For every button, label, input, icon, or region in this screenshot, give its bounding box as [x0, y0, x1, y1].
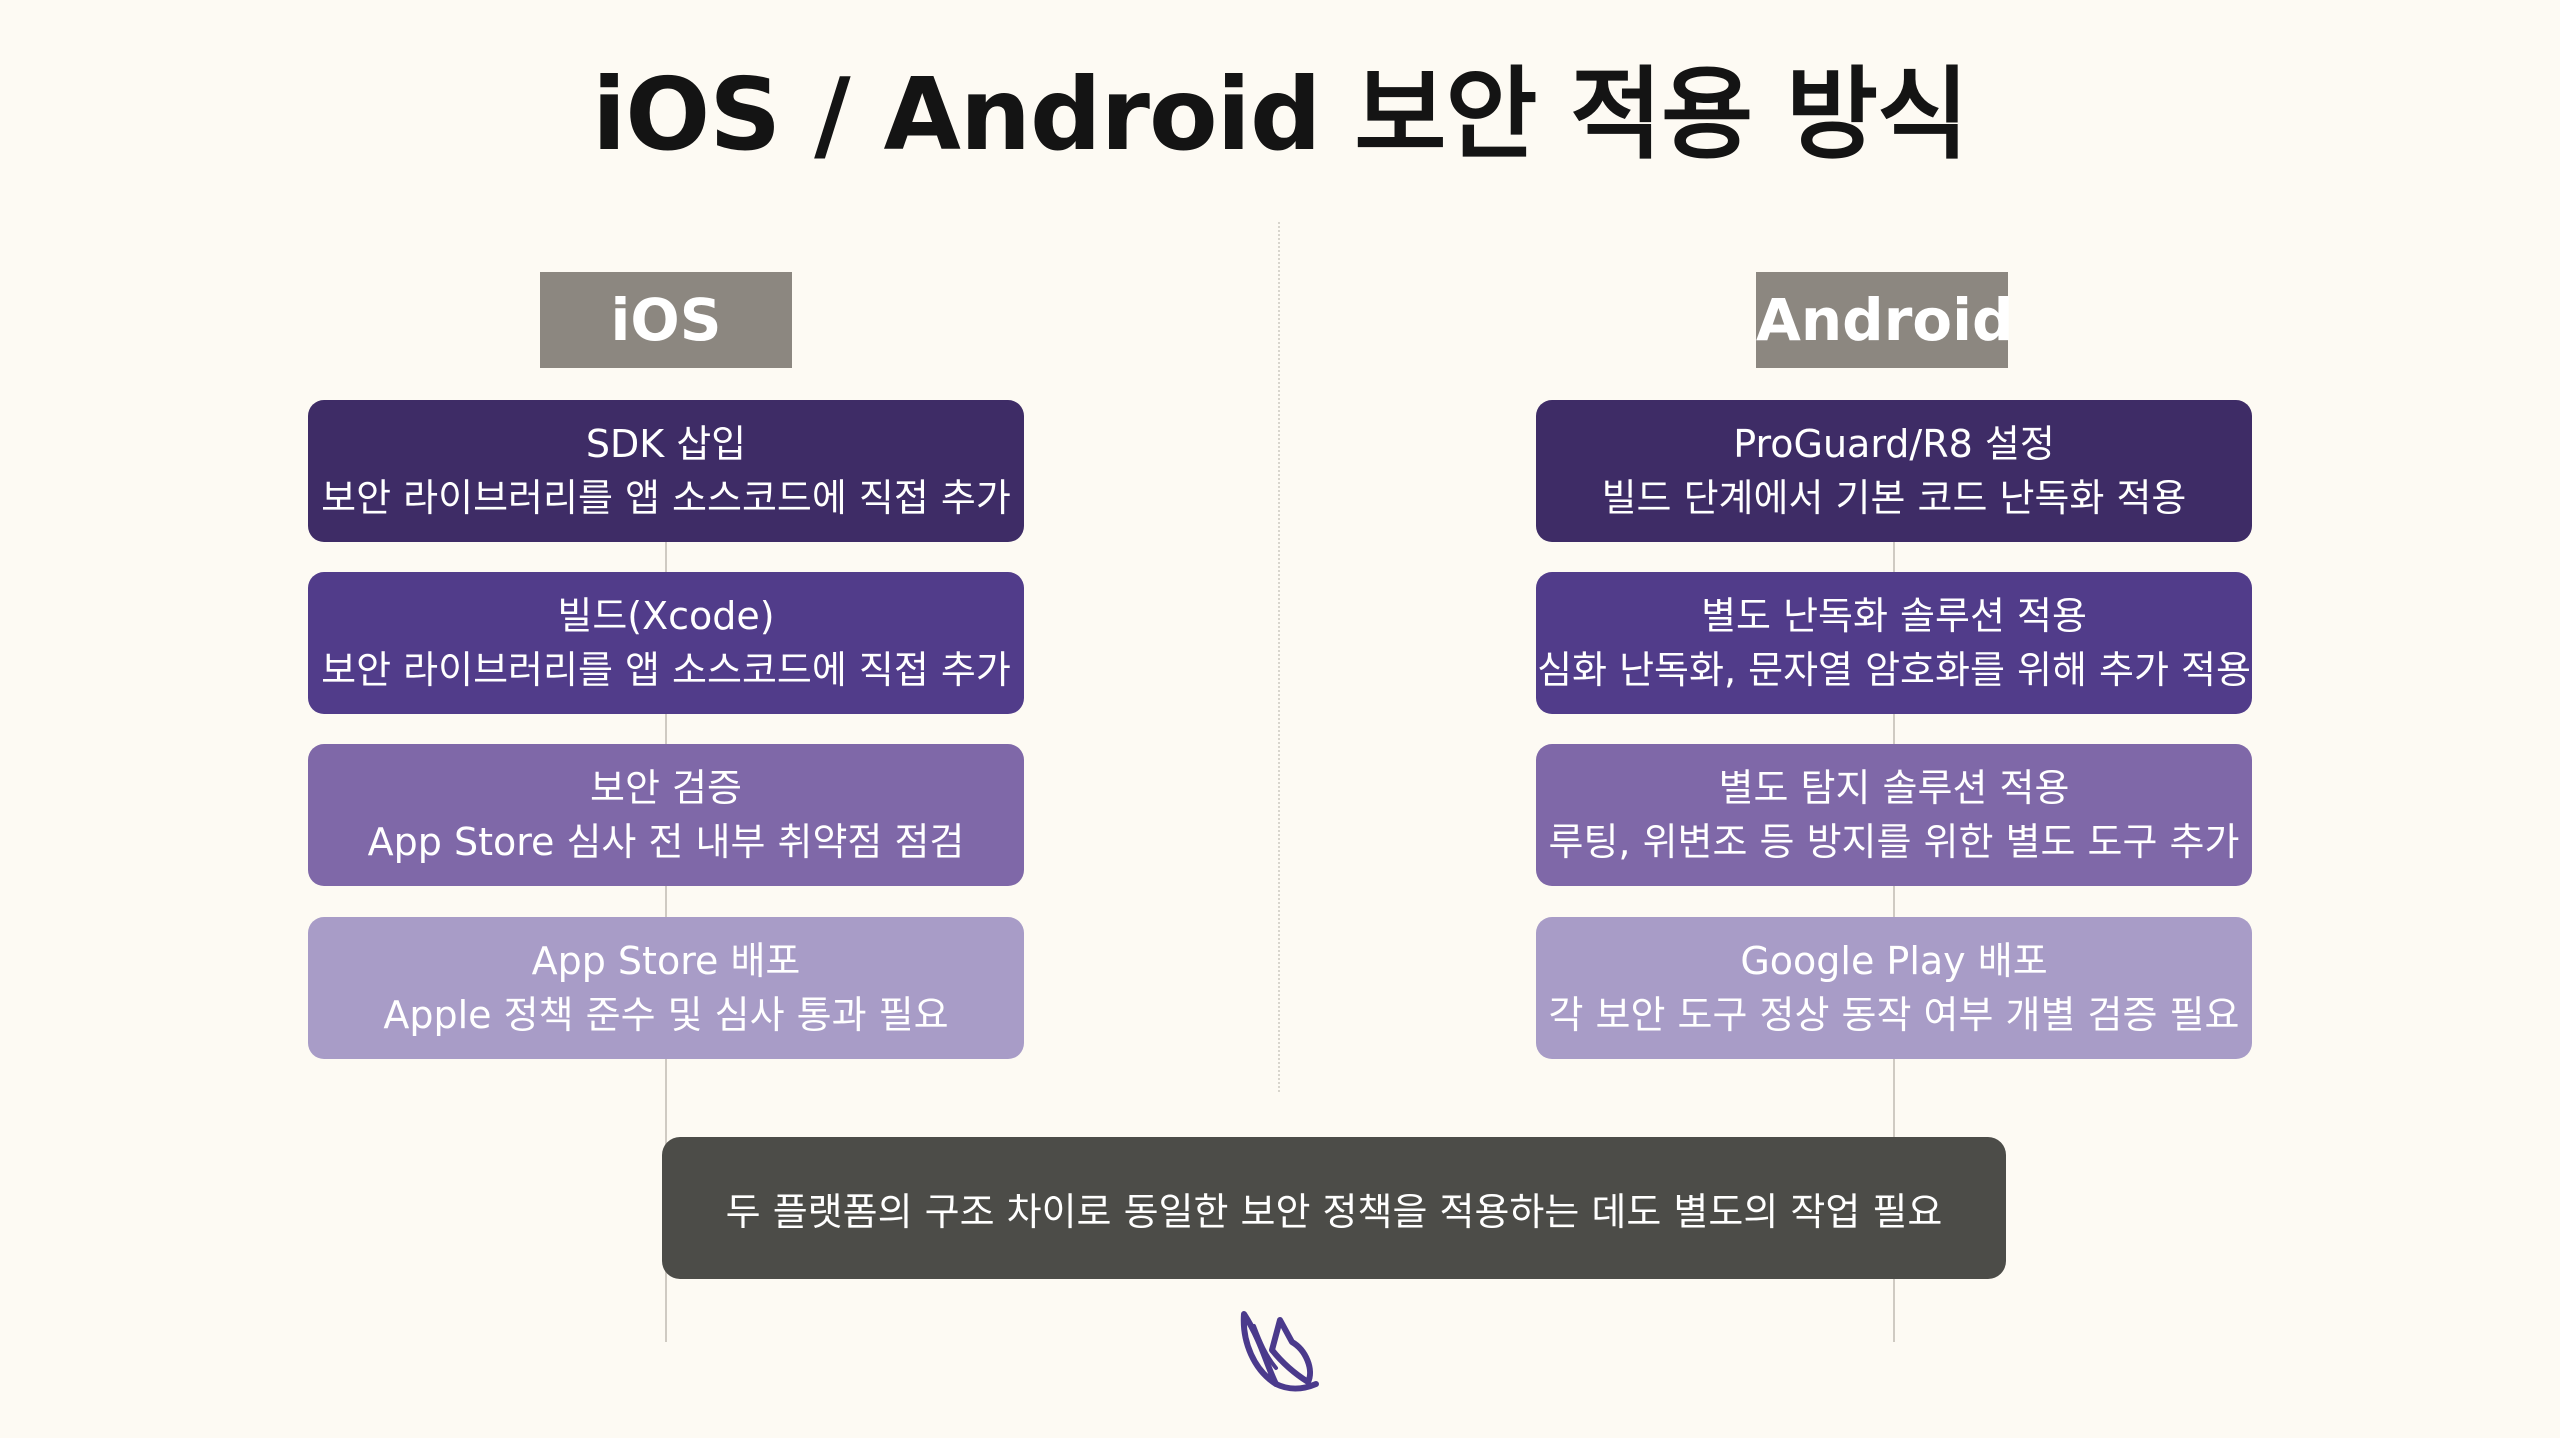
step-description: 루팅, 위변조 등 방지를 위한 별도 도구 추가 [1548, 820, 2240, 864]
step-description: 빌드 단계에서 기본 코드 난독화 적용 [1601, 476, 2187, 520]
step-title: ProGuard/R8 설정 [1733, 422, 2055, 466]
android-step-proguard: ProGuard/R8 설정 빌드 단계에서 기본 코드 난독화 적용 [1536, 400, 2252, 542]
step-title: App Store 배포 [531, 939, 801, 983]
step-description: App Store 심사 전 내부 취약점 점검 [367, 820, 965, 864]
step-description: 보안 라이브러리를 앱 소스코드에 직접 추가 [321, 648, 1011, 692]
step-title: 별도 난독화 솔루션 적용 [1701, 594, 2087, 638]
step-title: SDK 삽입 [585, 422, 747, 466]
android-step-google-play-release: Google Play 배포 각 보안 도구 정상 동작 여부 개별 검증 필요 [1536, 917, 2252, 1059]
step-description: 심화 난독화, 문자열 암호화를 위해 추가 적용 [1537, 648, 2251, 692]
android-step-detection: 별도 탐지 솔루션 적용 루팅, 위변조 등 방지를 위한 별도 도구 추가 [1536, 744, 2252, 886]
step-title: 별도 탐지 솔루션 적용 [1718, 766, 2070, 810]
step-description: 보안 라이브러리를 앱 소스코드에 직접 추가 [321, 476, 1011, 520]
ios-step-security-check: 보안 검증 App Store 심사 전 내부 취약점 점검 [308, 744, 1024, 886]
step-title: 빌드(Xcode) [557, 594, 775, 638]
android-step-obfuscation: 별도 난독화 솔루션 적용 심화 난독화, 문자열 암호화를 위해 추가 적용 [1536, 572, 2252, 714]
step-title: 보안 검증 [590, 766, 742, 810]
step-title: Google Play 배포 [1740, 939, 2048, 983]
step-description: Apple 정책 준수 및 심사 통과 필요 [383, 993, 949, 1037]
ios-platform-label: iOS [540, 272, 792, 368]
summary-banner: 두 플랫폼의 구조 차이로 동일한 보안 정책을 적용하는 데도 별도의 작업 … [662, 1137, 2006, 1279]
ios-step-build: 빌드(Xcode) 보안 라이브러리를 앱 소스코드에 직접 추가 [308, 572, 1024, 714]
center-divider [1278, 222, 1280, 1092]
ios-step-sdk-insert: SDK 삽입 보안 라이브러리를 앱 소스코드에 직접 추가 [308, 400, 1024, 542]
step-description: 각 보안 도구 정상 동작 여부 개별 검증 필요 [1548, 993, 2240, 1037]
android-platform-label: Android [1756, 272, 2014, 368]
bird-logo-icon [1236, 1306, 1324, 1394]
ios-step-app-store-release: App Store 배포 Apple 정책 준수 및 심사 통과 필요 [308, 917, 1024, 1059]
page-title: iOS / Android 보안 적용 방식 [592, 56, 1969, 173]
